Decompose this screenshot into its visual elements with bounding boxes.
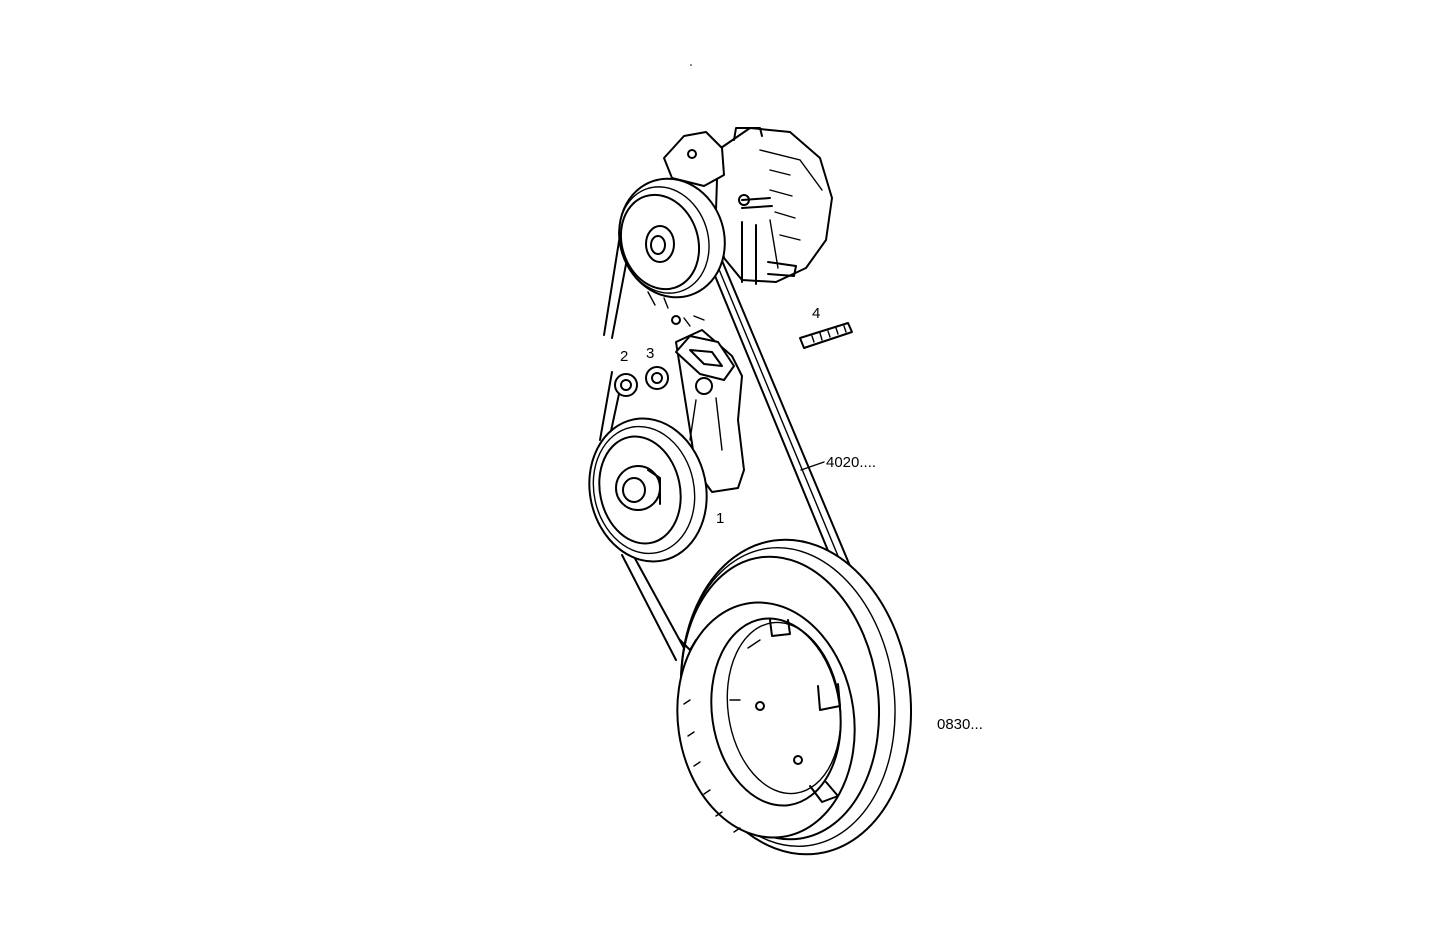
callout-belt: 4020.... [826, 454, 876, 471]
stud-bolt [799, 322, 853, 349]
nut-3 [645, 366, 669, 390]
callout-part-2: 2 [620, 348, 628, 365]
alternator [618, 127, 833, 309]
callout-crankshaft-pulley: 0830... [937, 716, 983, 733]
callout-part-4: 4 [812, 305, 820, 322]
nut-2 [614, 373, 638, 397]
callout-part-3: 3 [646, 345, 654, 362]
tensioner-bracket [671, 315, 745, 493]
speck [690, 64, 692, 66]
leader-lines [800, 461, 825, 471]
callout-part-1: 1 [716, 510, 724, 527]
crankshaft-pulley [676, 538, 913, 856]
tensioner-pulley [588, 417, 708, 563]
